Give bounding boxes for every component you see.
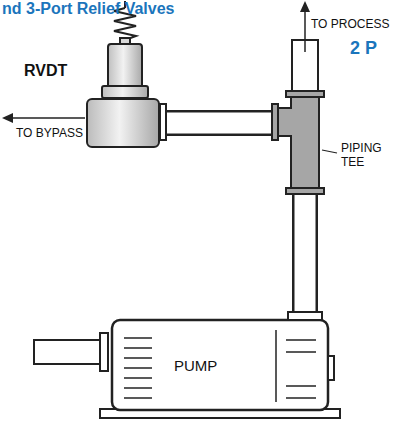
pump-ribs: [124, 367, 152, 369]
pump-ribs: [124, 337, 152, 339]
page-title: nd 3-Port Relief Valves: [2, 0, 175, 18]
pump-illustration: [34, 320, 340, 418]
valve-bonnet: [108, 44, 142, 88]
part-label: PIPING TEE: [341, 141, 399, 169]
pipe-connector: [160, 123, 305, 320]
pipe-flanges: [288, 312, 322, 320]
section-heading: 2 P: [350, 38, 377, 59]
bypass-arrow: [2, 113, 85, 123]
bypass-arrow: [10, 117, 85, 119]
pump-illustration: [100, 333, 108, 371]
process-pipe: [304, 9, 306, 52]
pump-illustration: [112, 320, 328, 410]
leader-line: [322, 150, 337, 153]
pump-label: PUMP: [174, 357, 217, 374]
pump-ribs: [124, 397, 152, 399]
pump-ribs: [124, 330, 316, 402]
relief-valve-body: RVDT: [86, 98, 160, 148]
valve-label: RVDT: [24, 62, 67, 80]
pump-ribs: [124, 377, 152, 379]
piping-tee: [286, 188, 324, 194]
piping-tee: [272, 91, 324, 194]
pump-ribs: [286, 339, 316, 341]
pump-ribs: [286, 351, 316, 353]
flow-label: TO BYPASS: [16, 126, 83, 140]
flow-label: TO PROCESS: [311, 17, 389, 31]
piping-tee: [278, 96, 319, 190]
valve-bonnet: [102, 86, 148, 98]
piping-tee: [286, 91, 324, 97]
bypass-arrow: [2, 113, 13, 123]
valve-bonnet: [102, 38, 148, 98]
pump-ribs: [124, 387, 152, 389]
piping-tee: [272, 104, 278, 140]
pump-illustration: [328, 356, 334, 380]
pump-ribs: [124, 347, 152, 349]
pump-ribs: [275, 330, 277, 402]
process-pipe: [292, 1, 318, 96]
pipe-flanges: [160, 104, 166, 140]
pump-ribs: [286, 385, 316, 387]
pump-box: PUMP: [112, 320, 328, 410]
pipe-flanges: [160, 104, 322, 320]
pump-ribs: [286, 397, 316, 399]
pipe-run: [160, 123, 305, 320]
process-pipe: [300, 1, 310, 12]
pump-illustration: [34, 340, 104, 364]
pump-ribs: [124, 357, 152, 359]
pipe-fill: [160, 123, 305, 320]
